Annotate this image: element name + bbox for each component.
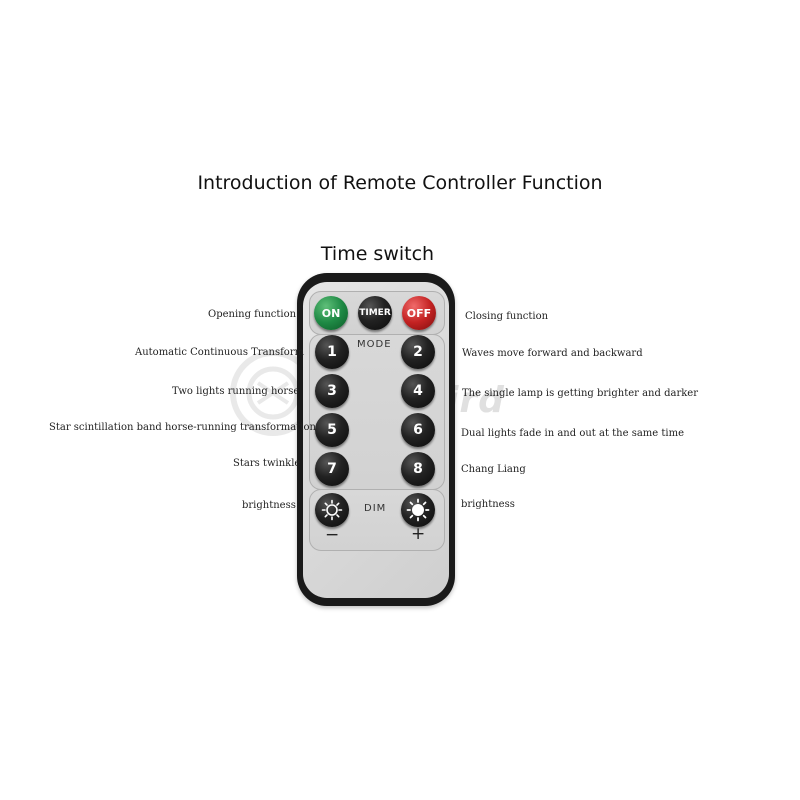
timer-button[interactable]: TIMER bbox=[358, 296, 392, 330]
mode-6-button[interactable]: 6 bbox=[401, 413, 435, 447]
sun-filled-icon bbox=[406, 498, 430, 522]
off-button[interactable]: OFF bbox=[402, 296, 436, 330]
on-button[interactable]: ON bbox=[314, 296, 348, 330]
label-brightness-down: brightness bbox=[242, 500, 296, 511]
label-mode-2-function: Waves move forward and backward bbox=[462, 348, 643, 359]
label-mode-7-function: Stars twinkle bbox=[233, 458, 301, 469]
page-title: Introduction of Remote Controller Functi… bbox=[197, 172, 603, 194]
dim-label: DIM bbox=[364, 503, 387, 514]
remote-subtitle: Time switch bbox=[320, 243, 435, 265]
mode-7-button[interactable]: 7 bbox=[315, 452, 349, 486]
brightness-down-button[interactable] bbox=[315, 493, 349, 527]
brightness-up-button[interactable] bbox=[401, 493, 435, 527]
label-mode-8-function: Chang Liang bbox=[461, 464, 526, 475]
label-mode-5-function: Star scintillation band horse-running tr… bbox=[49, 422, 316, 433]
label-on-function: Opening function bbox=[208, 309, 297, 320]
mode-8-button[interactable]: 8 bbox=[401, 452, 435, 486]
mode-2-button[interactable]: 2 bbox=[401, 335, 435, 369]
label-mode-6-function: Dual lights fade in and out at the same … bbox=[461, 428, 684, 439]
mode-1-button[interactable]: 1 bbox=[315, 335, 349, 369]
label-mode-3-function: Two lights running horse bbox=[172, 386, 300, 397]
minus-symbol: − bbox=[325, 525, 340, 545]
label-brightness-up: brightness bbox=[461, 499, 515, 510]
plus-symbol: + bbox=[411, 524, 426, 544]
label-mode-4-function: The single lamp is getting brighter and … bbox=[462, 388, 698, 399]
mode-4-button[interactable]: 4 bbox=[401, 374, 435, 408]
mode-5-button[interactable]: 5 bbox=[315, 413, 349, 447]
mode-3-button[interactable]: 3 bbox=[315, 374, 349, 408]
mode-label: MODE bbox=[357, 339, 392, 350]
label-off-function: Closing function bbox=[465, 311, 549, 322]
sun-icon bbox=[321, 499, 343, 521]
label-mode-1-function: Automatic Continuous Transform bbox=[135, 347, 305, 358]
